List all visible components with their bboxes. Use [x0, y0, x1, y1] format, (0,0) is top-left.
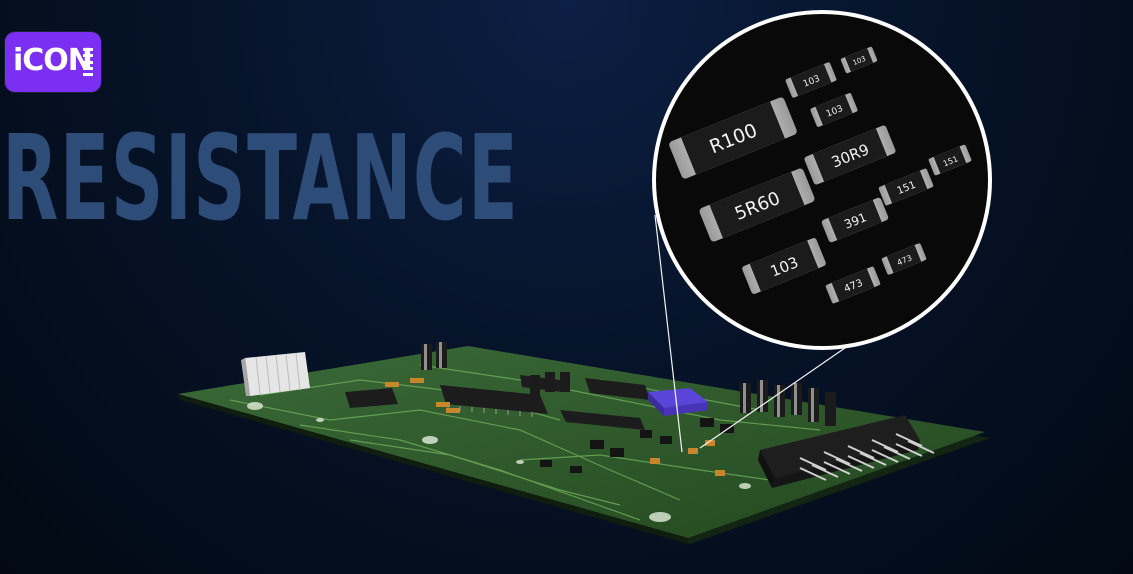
blue-trimmer	[648, 388, 708, 416]
headline: RESISTANCE	[2, 109, 520, 247]
logo-text: iCON	[13, 43, 93, 78]
resistor-5r60: 5R60	[699, 168, 815, 242]
smd-parts-orange	[385, 378, 725, 476]
white-connector	[241, 352, 310, 396]
resistor-103-small-2: 103	[810, 93, 858, 127]
resistor-151: 151	[878, 168, 934, 206]
resistor-103-large: 103	[742, 238, 826, 294]
resistor-r100: R100	[669, 97, 797, 179]
smd-parts-dark	[540, 418, 734, 473]
resistor-473-2: 473	[881, 243, 927, 275]
pin-header	[758, 415, 935, 488]
icon-logo: iCON	[5, 32, 101, 92]
resistor-151-2: 151	[928, 144, 972, 176]
resistor-473: 473	[825, 266, 881, 304]
capacitors	[421, 342, 836, 426]
logo-bars-icon	[83, 48, 93, 76]
zoom-magnifier: R100 5R60 103 30R9	[652, 10, 992, 350]
resistor-391: 391	[821, 197, 889, 243]
resistor-103-tiny: 103	[840, 46, 878, 74]
resistor-103-small: 103	[785, 62, 837, 98]
